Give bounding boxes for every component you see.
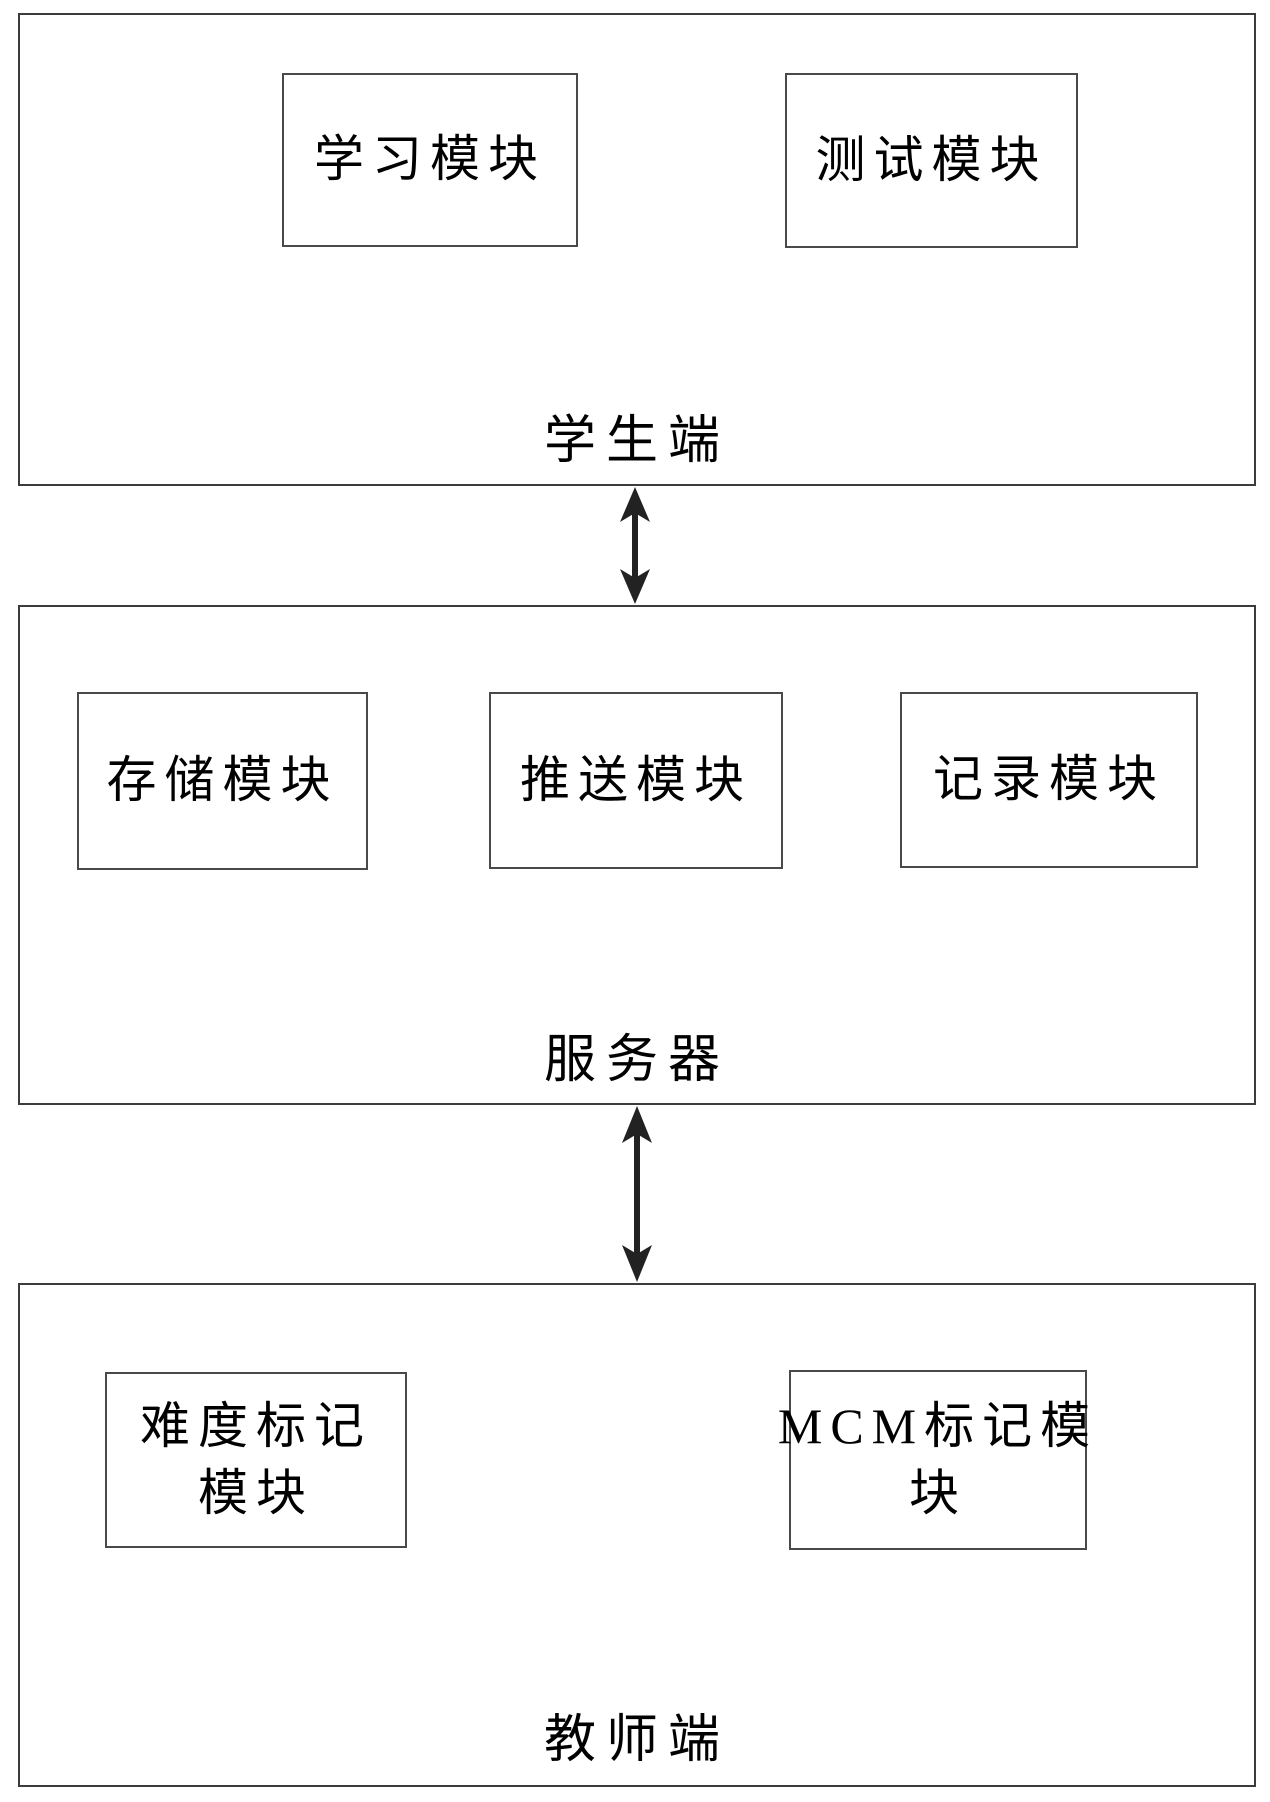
- teacher-client-container: 难度标记 模块 MCM标记模 块 教师端: [18, 1283, 1256, 1787]
- student-client-label: 学生端: [543, 413, 730, 470]
- difficulty-marking-module-box: 难度标记 模块: [105, 1372, 407, 1548]
- difficulty-marking-module-label-line1: 难度标记: [140, 1397, 372, 1454]
- record-module-label: 记录模块: [933, 751, 1165, 808]
- record-module-box: 记录模块: [900, 692, 1198, 868]
- double-arrow-icon: [622, 1106, 652, 1282]
- server-container: 存储模块 推送模块 记录模块 服务器: [18, 605, 1256, 1105]
- teacher-client-label: 教师端: [543, 1712, 730, 1769]
- push-module-label: 推送模块: [520, 751, 752, 808]
- storage-module-box: 存储模块: [77, 692, 368, 870]
- learning-module-box: 学习模块: [282, 73, 578, 247]
- testing-module-box: 测试模块: [785, 73, 1078, 248]
- mcm-marking-module-label-line2: 块: [909, 1465, 967, 1521]
- mcm-marking-module-label-line1: MCM标记模: [777, 1397, 1099, 1454]
- server-teacher-arrow: [615, 1105, 659, 1283]
- learning-module-label: 学习模块: [314, 131, 546, 188]
- student-client-container: 学习模块 测试模块 学生端: [18, 13, 1256, 486]
- server-label: 服务器: [543, 1032, 730, 1089]
- testing-module-label: 测试模块: [815, 131, 1048, 188]
- difficulty-marking-module-label-line2: 模块: [198, 1465, 314, 1521]
- student-server-arrow: [613, 486, 657, 605]
- double-arrow-icon: [620, 487, 650, 604]
- mcm-marking-module-box: MCM标记模 块: [778, 1370, 1090, 1550]
- storage-module-label: 存储模块: [106, 752, 339, 809]
- push-module-box: 推送模块: [489, 692, 783, 869]
